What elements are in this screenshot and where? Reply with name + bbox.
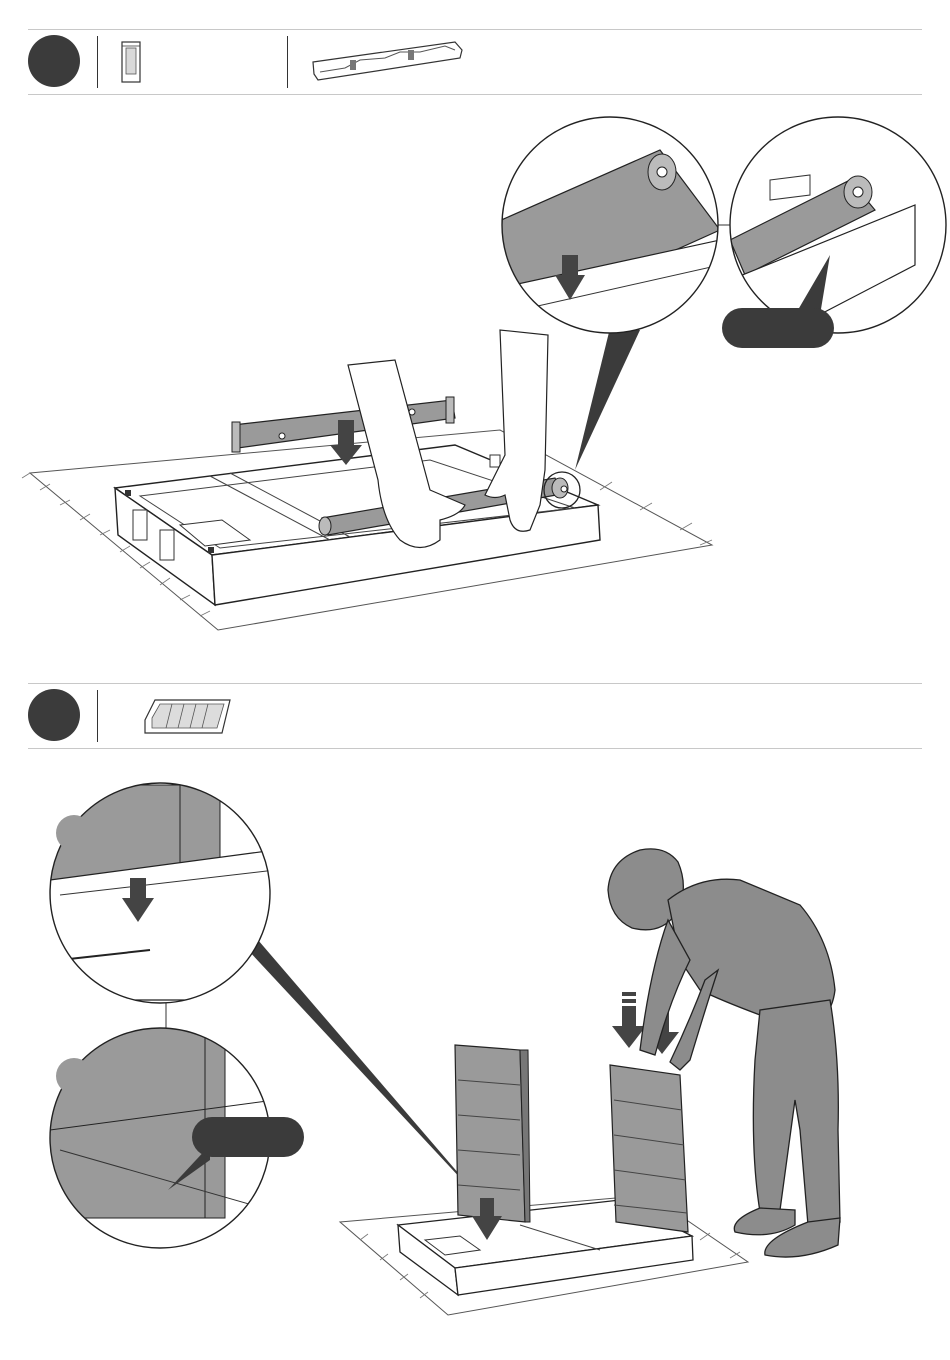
- callout-label-pill-2: [192, 1117, 304, 1157]
- step1-zoom-circle-b: [730, 117, 946, 333]
- part-thumb-rail: [122, 42, 140, 82]
- step2-left-wall-panel: [455, 1045, 530, 1222]
- substep-marker-1: [56, 815, 92, 851]
- step2-zoom-circle-c: [50, 783, 275, 1003]
- callout-label-pill-1: [722, 308, 834, 348]
- part-thumb-rear-rail: [313, 42, 462, 80]
- part-thumb-wall-panel: [145, 700, 230, 733]
- substep-marker-2: [56, 1058, 92, 1094]
- step2-right-wall-panel: [610, 1065, 688, 1232]
- step1-zoom-circle-a: [490, 117, 720, 340]
